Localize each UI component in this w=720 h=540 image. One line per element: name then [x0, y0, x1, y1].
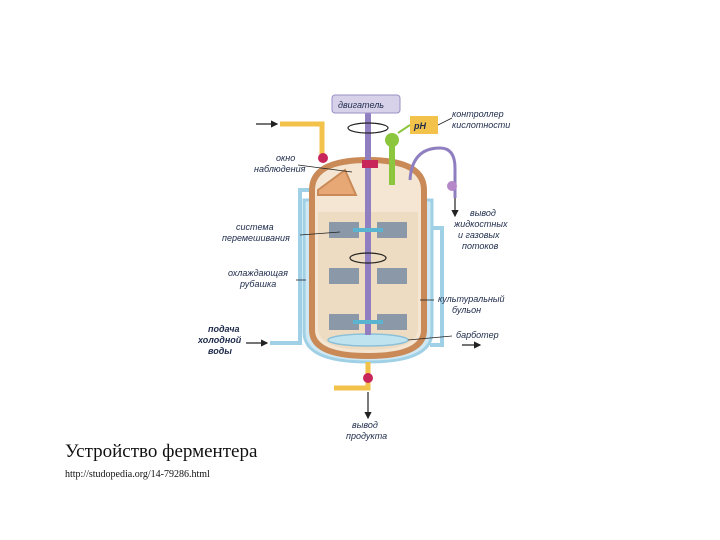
- window-label-2: наблюдения: [254, 164, 306, 174]
- rotation-arrow-icon: [349, 252, 387, 264]
- outflow-label-4: потоков: [462, 241, 499, 251]
- controller-leader: [437, 117, 453, 126]
- head-plate: [317, 168, 358, 196]
- broth-label-1: культуральный: [438, 294, 505, 304]
- rotation-arrow-icon: [347, 122, 389, 134]
- window-leader: [297, 164, 353, 173]
- mixing-leader: [299, 231, 341, 236]
- product-valve: [363, 373, 373, 383]
- inlet-pipe: [280, 121, 325, 162]
- impeller-top: [329, 222, 407, 238]
- ph-box: [410, 116, 438, 134]
- motor-box: [331, 94, 401, 114]
- agitator-shaft: [365, 110, 371, 335]
- product-pipe: [334, 362, 371, 391]
- ph-probe-head: [385, 133, 399, 147]
- coldwater-label-2: холодной: [197, 335, 242, 345]
- outflow-pipe: [408, 146, 457, 198]
- mixing-label-1: система: [236, 222, 274, 232]
- ph-wire: [397, 124, 411, 134]
- inlet-valve: [318, 153, 328, 163]
- jacket-outlet-pipe: [428, 226, 444, 347]
- outflow-valve: [447, 181, 457, 191]
- coldwater-label-1: подача: [208, 324, 239, 334]
- sparger: [327, 333, 409, 347]
- impeller-middle: [329, 268, 407, 284]
- sparger-leader: [407, 335, 453, 341]
- ph-label: pH: [413, 121, 426, 131]
- outflow-label-3: и газовых: [458, 230, 500, 240]
- product-label-1: вывод: [352, 420, 378, 430]
- broth-label-2: бульон: [452, 305, 481, 315]
- jacket-label-2: рубашка: [239, 279, 276, 289]
- outflow-label-2: жидкостных: [453, 219, 508, 229]
- jacket-label-1: охлаждающая: [228, 268, 288, 278]
- source-link[interactable]: http://studopedia.org/14-79286.html: [65, 469, 210, 480]
- cold-water-pipe: [270, 188, 316, 345]
- outflow-label-1: вывод: [470, 208, 496, 218]
- window-label-1: окно: [276, 153, 295, 163]
- caption: Устройство ферментера: [65, 441, 258, 462]
- product-label-2: продукта: [346, 431, 387, 441]
- mixing-label-2: перемешивания: [222, 233, 290, 243]
- controller-label-1: контроллер: [452, 109, 504, 119]
- coldwater-label-3: воды: [208, 346, 232, 356]
- controller-label-2: кислотности: [452, 120, 510, 130]
- sparger-label: барботер: [456, 330, 499, 340]
- observation-valve: [362, 160, 378, 168]
- motor-label: двигатель: [338, 100, 384, 110]
- impeller-bottom: [329, 314, 407, 330]
